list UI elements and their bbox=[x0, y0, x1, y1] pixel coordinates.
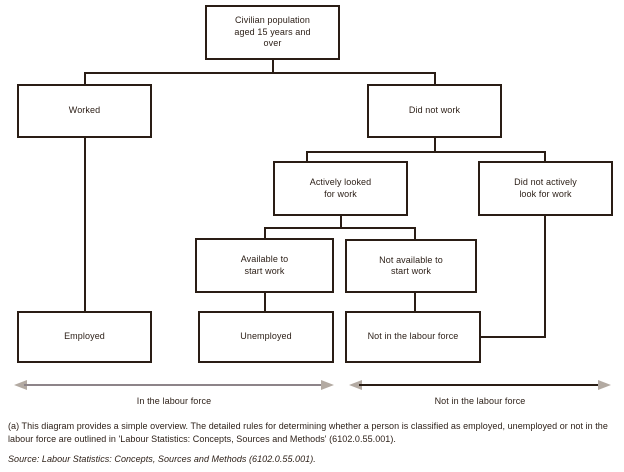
footnote: (a) This diagram provides a simple overv… bbox=[8, 421, 608, 444]
connector bbox=[544, 151, 546, 162]
connector bbox=[414, 227, 416, 240]
connector bbox=[434, 72, 436, 84]
in-labour-force-label: In the labour force bbox=[136, 396, 212, 406]
connector bbox=[264, 227, 416, 229]
node-civilian-population: Civilian population aged 15 years and ov… bbox=[205, 5, 340, 60]
node-did-not-actively-look: Did not actively look for work bbox=[478, 161, 613, 216]
connector bbox=[340, 215, 342, 229]
connector bbox=[414, 292, 416, 312]
node-available-to-start-work: Available to start work bbox=[195, 238, 334, 293]
node-unemployed: Unemployed bbox=[198, 311, 334, 363]
not-in-labour-force-arrow bbox=[349, 379, 611, 391]
arrow-shaft bbox=[24, 384, 324, 386]
not-in-labour-force-label: Not in the labour force bbox=[434, 396, 526, 406]
arrowhead-right-icon bbox=[321, 380, 334, 390]
in-labour-force-arrow bbox=[14, 379, 334, 391]
arrow-shaft bbox=[359, 384, 601, 386]
arrowhead-right-icon bbox=[598, 380, 611, 390]
connector bbox=[264, 292, 266, 312]
connector bbox=[479, 336, 546, 338]
connector bbox=[434, 137, 436, 153]
node-did-not-work: Did not work bbox=[367, 84, 502, 138]
connector bbox=[264, 227, 266, 239]
node-employed: Employed bbox=[17, 311, 152, 363]
connector bbox=[306, 151, 546, 153]
node-not-in-labour-force: Not in the labour force bbox=[345, 311, 481, 363]
connector bbox=[544, 215, 546, 338]
connector bbox=[272, 59, 274, 74]
node-not-available-to-start-work: Not available to start work bbox=[345, 239, 477, 293]
connector bbox=[306, 151, 308, 162]
connector bbox=[84, 72, 436, 74]
node-worked: Worked bbox=[17, 84, 152, 138]
arrowhead-left-icon bbox=[14, 380, 27, 390]
connector bbox=[84, 137, 86, 313]
node-actively-looked-for-work: Actively looked for work bbox=[273, 161, 408, 216]
connector bbox=[84, 72, 86, 84]
source-line: Source: Labour Statistics: Concepts, Sou… bbox=[8, 454, 316, 464]
arrowhead-left-icon bbox=[349, 380, 362, 390]
